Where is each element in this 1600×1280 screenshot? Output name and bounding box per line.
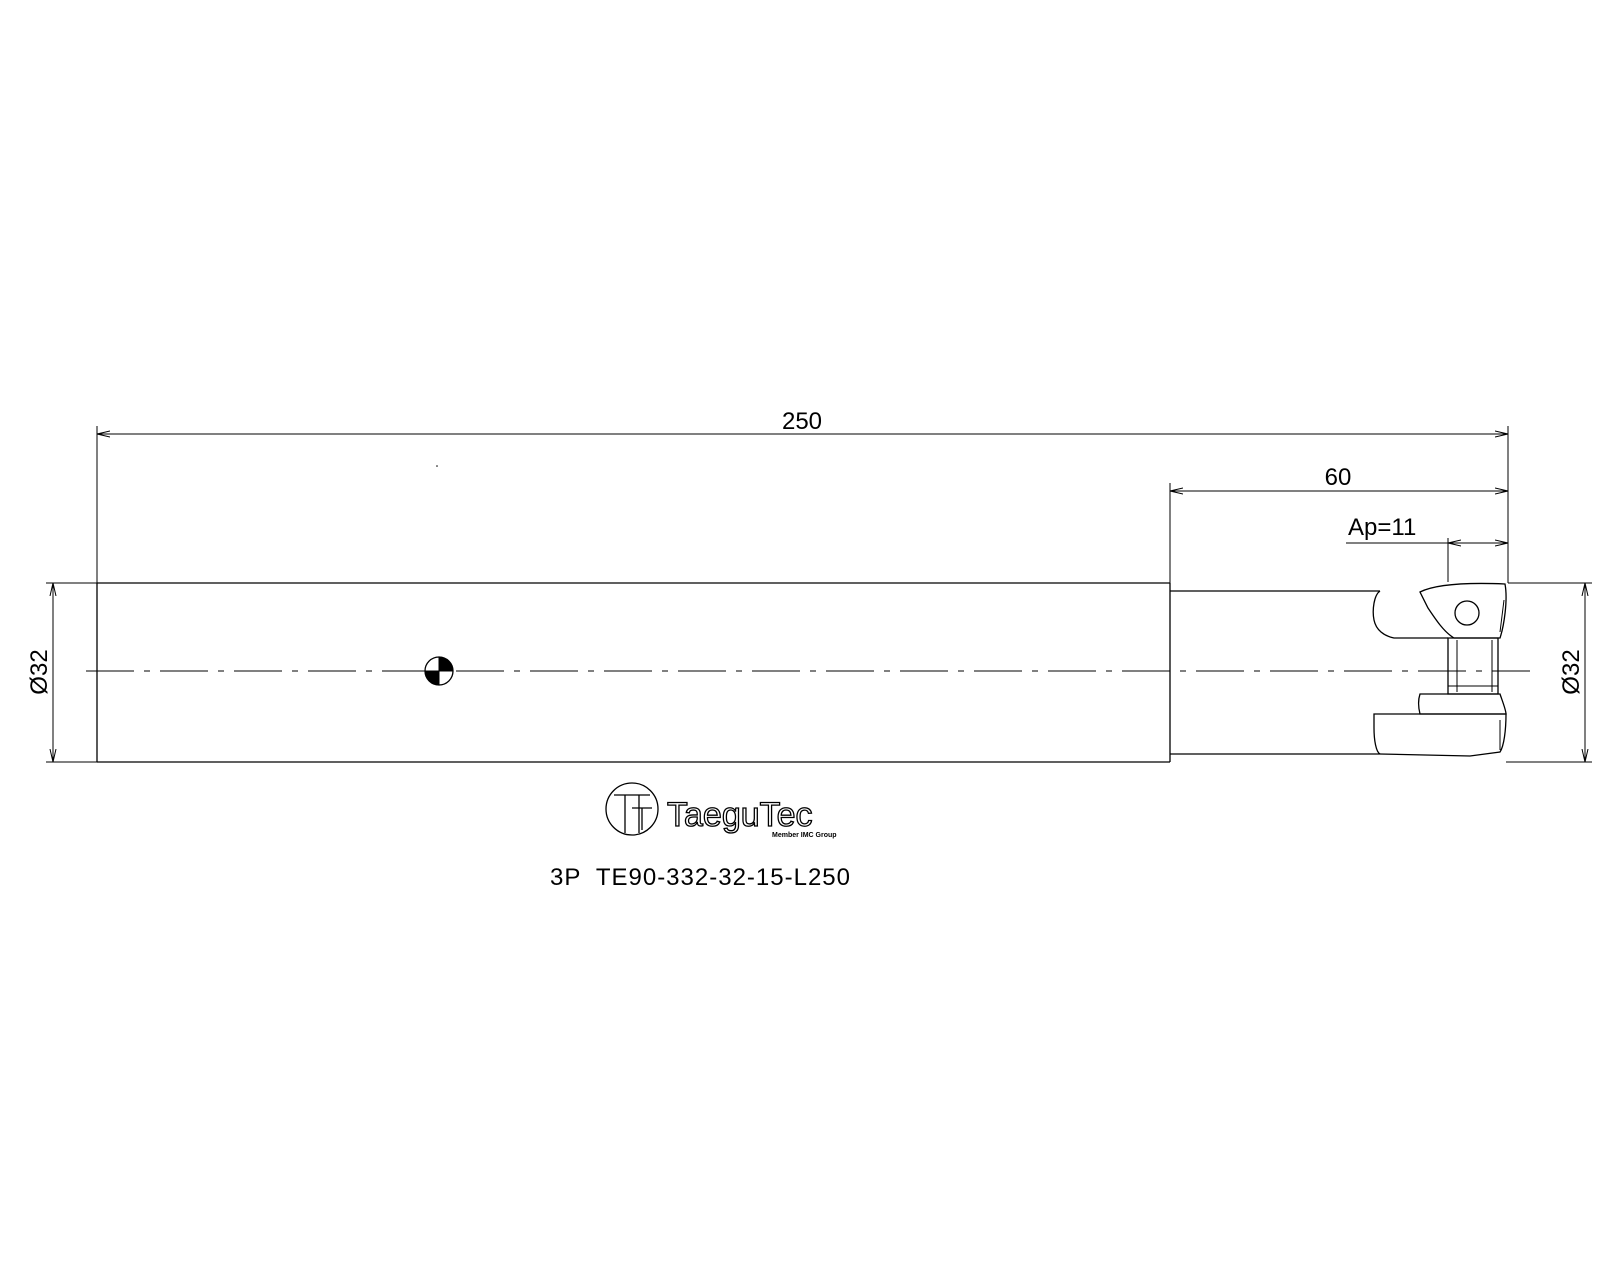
cutting-inserts bbox=[1379, 582, 1507, 757]
dimension-label-60: 60 bbox=[1325, 464, 1352, 491]
dimension-overall-length: 250 bbox=[96, 408, 1509, 583]
insert-screw-hole bbox=[1454, 600, 1480, 626]
dimension-head-length: 60 bbox=[1169, 464, 1508, 591]
brand-logo: TaeguTec Member IMC Group bbox=[605, 782, 837, 839]
dimension-label-ap: Ap=11 bbox=[1348, 514, 1416, 541]
brand-name: TaeguTec bbox=[667, 796, 813, 834]
dimension-shank-diameter: Ø32 bbox=[26, 582, 97, 763]
dimension-label-cutting-dia: Ø32 bbox=[1558, 649, 1585, 694]
dimension-depth-of-cut: Ap=11 bbox=[1346, 514, 1508, 582]
dimension-label-shank-dia: Ø32 bbox=[26, 649, 53, 694]
center-of-gravity-symbol bbox=[424, 656, 454, 686]
dimension-label-250: 250 bbox=[782, 408, 822, 435]
stray-mark bbox=[436, 465, 438, 467]
brand-tagline: Member IMC Group bbox=[772, 832, 837, 839]
logo-emblem-icon bbox=[605, 782, 659, 836]
tool-head bbox=[1170, 590, 1448, 755]
dimension-cutting-diameter: Ø32 bbox=[1506, 582, 1592, 763]
tool-shank bbox=[96, 582, 1171, 763]
part-number: 3P TE90-332-32-15-L250 bbox=[550, 864, 851, 891]
